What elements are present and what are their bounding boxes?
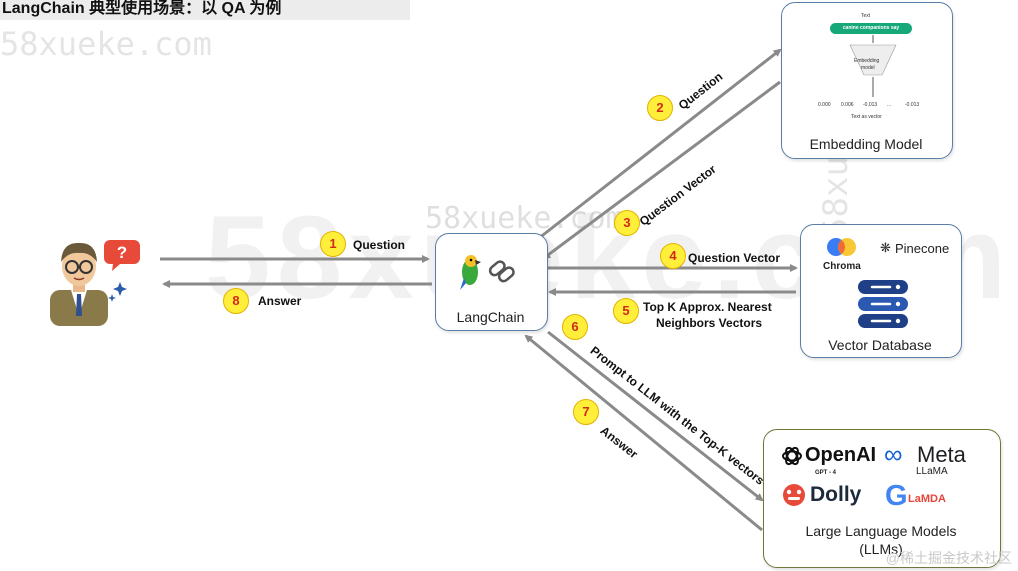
svg-text:?: ? (117, 243, 127, 262)
embedding-input-pill: canine companions say (830, 23, 912, 34)
vector-value: 0.006 (841, 102, 854, 108)
step-6-badge: 6 (562, 314, 588, 340)
embedding-caption: Text as vector (851, 114, 882, 120)
pinecone-icon: ❋ (880, 240, 891, 255)
arrow-3 (542, 80, 781, 260)
dolly-logo-icon (783, 484, 805, 506)
vector-value: 0.000 (818, 102, 831, 108)
langchain-label: LangChain (456, 309, 525, 325)
user-person-icon: ? (50, 240, 140, 326)
step-2-badge: 2 (647, 95, 673, 121)
embedding-model-funnel-icon (849, 35, 897, 97)
llama-label: LLaMA (916, 466, 948, 477)
step-1-label: Question (353, 238, 406, 252)
embedding-model-line1: Embedding (854, 58, 880, 64)
step-8-label: Answer (258, 294, 302, 308)
step-5-badge: 5 (613, 298, 639, 324)
step-5-label-line1: Top K Approx. Nearest (643, 300, 772, 314)
embedding-text-label: Text (861, 13, 871, 19)
footer-watermark: @稀土掘金技术社区 (885, 550, 1012, 566)
step-4-badge: 4 (660, 243, 686, 269)
step-4-label: Question Vector (688, 251, 781, 265)
langchain-logo-icon (460, 255, 515, 290)
langchain-node (435, 233, 548, 331)
llm-label-line2: (LLMs) (859, 541, 903, 557)
step-3-badge: 3 (614, 210, 640, 236)
openai-logo-icon (782, 446, 802, 466)
dolly-label: Dolly (810, 483, 862, 506)
arrow-2 (533, 48, 782, 244)
step-1-badge: 1 (320, 231, 346, 257)
glamda-label: LaMDA (908, 493, 946, 505)
vector-value: ... (887, 102, 892, 108)
embedding-model-label: Embedding Model (809, 136, 923, 152)
arrow-6 (547, 330, 764, 502)
arrow-7 (524, 334, 763, 532)
step-8-badge: 8 (223, 288, 249, 314)
vector-database-label: Vector Database (828, 337, 932, 353)
llm-label-line1: Large Language Models (805, 523, 957, 539)
database-icon (858, 280, 908, 328)
step-5-label-line2: Neighbors Vectors (656, 316, 763, 330)
vector-value: -0.013 (905, 102, 920, 108)
chroma-label: Chroma (823, 261, 861, 272)
gpt4-label: GPT - 4 (815, 470, 837, 476)
meta-label: Meta (917, 442, 966, 467)
watermark-top-left: 58xueke.com (0, 25, 212, 63)
google-g-logo-icon: G (885, 480, 908, 512)
embedding-model-line2: model (861, 65, 875, 71)
openai-label: OpenAI (805, 444, 877, 466)
watermark-mid: 58xueke.com (425, 201, 624, 236)
vector-value: -0.013 (863, 102, 878, 108)
pinecone-label: Pinecone (895, 241, 950, 256)
page-title: LangChain 典型使用场景：以 QA 为例 (0, 0, 410, 20)
step-7-badge: 7 (573, 399, 599, 425)
meta-logo-icon: ∞ (884, 439, 903, 469)
chroma-logo-icon (827, 238, 856, 256)
